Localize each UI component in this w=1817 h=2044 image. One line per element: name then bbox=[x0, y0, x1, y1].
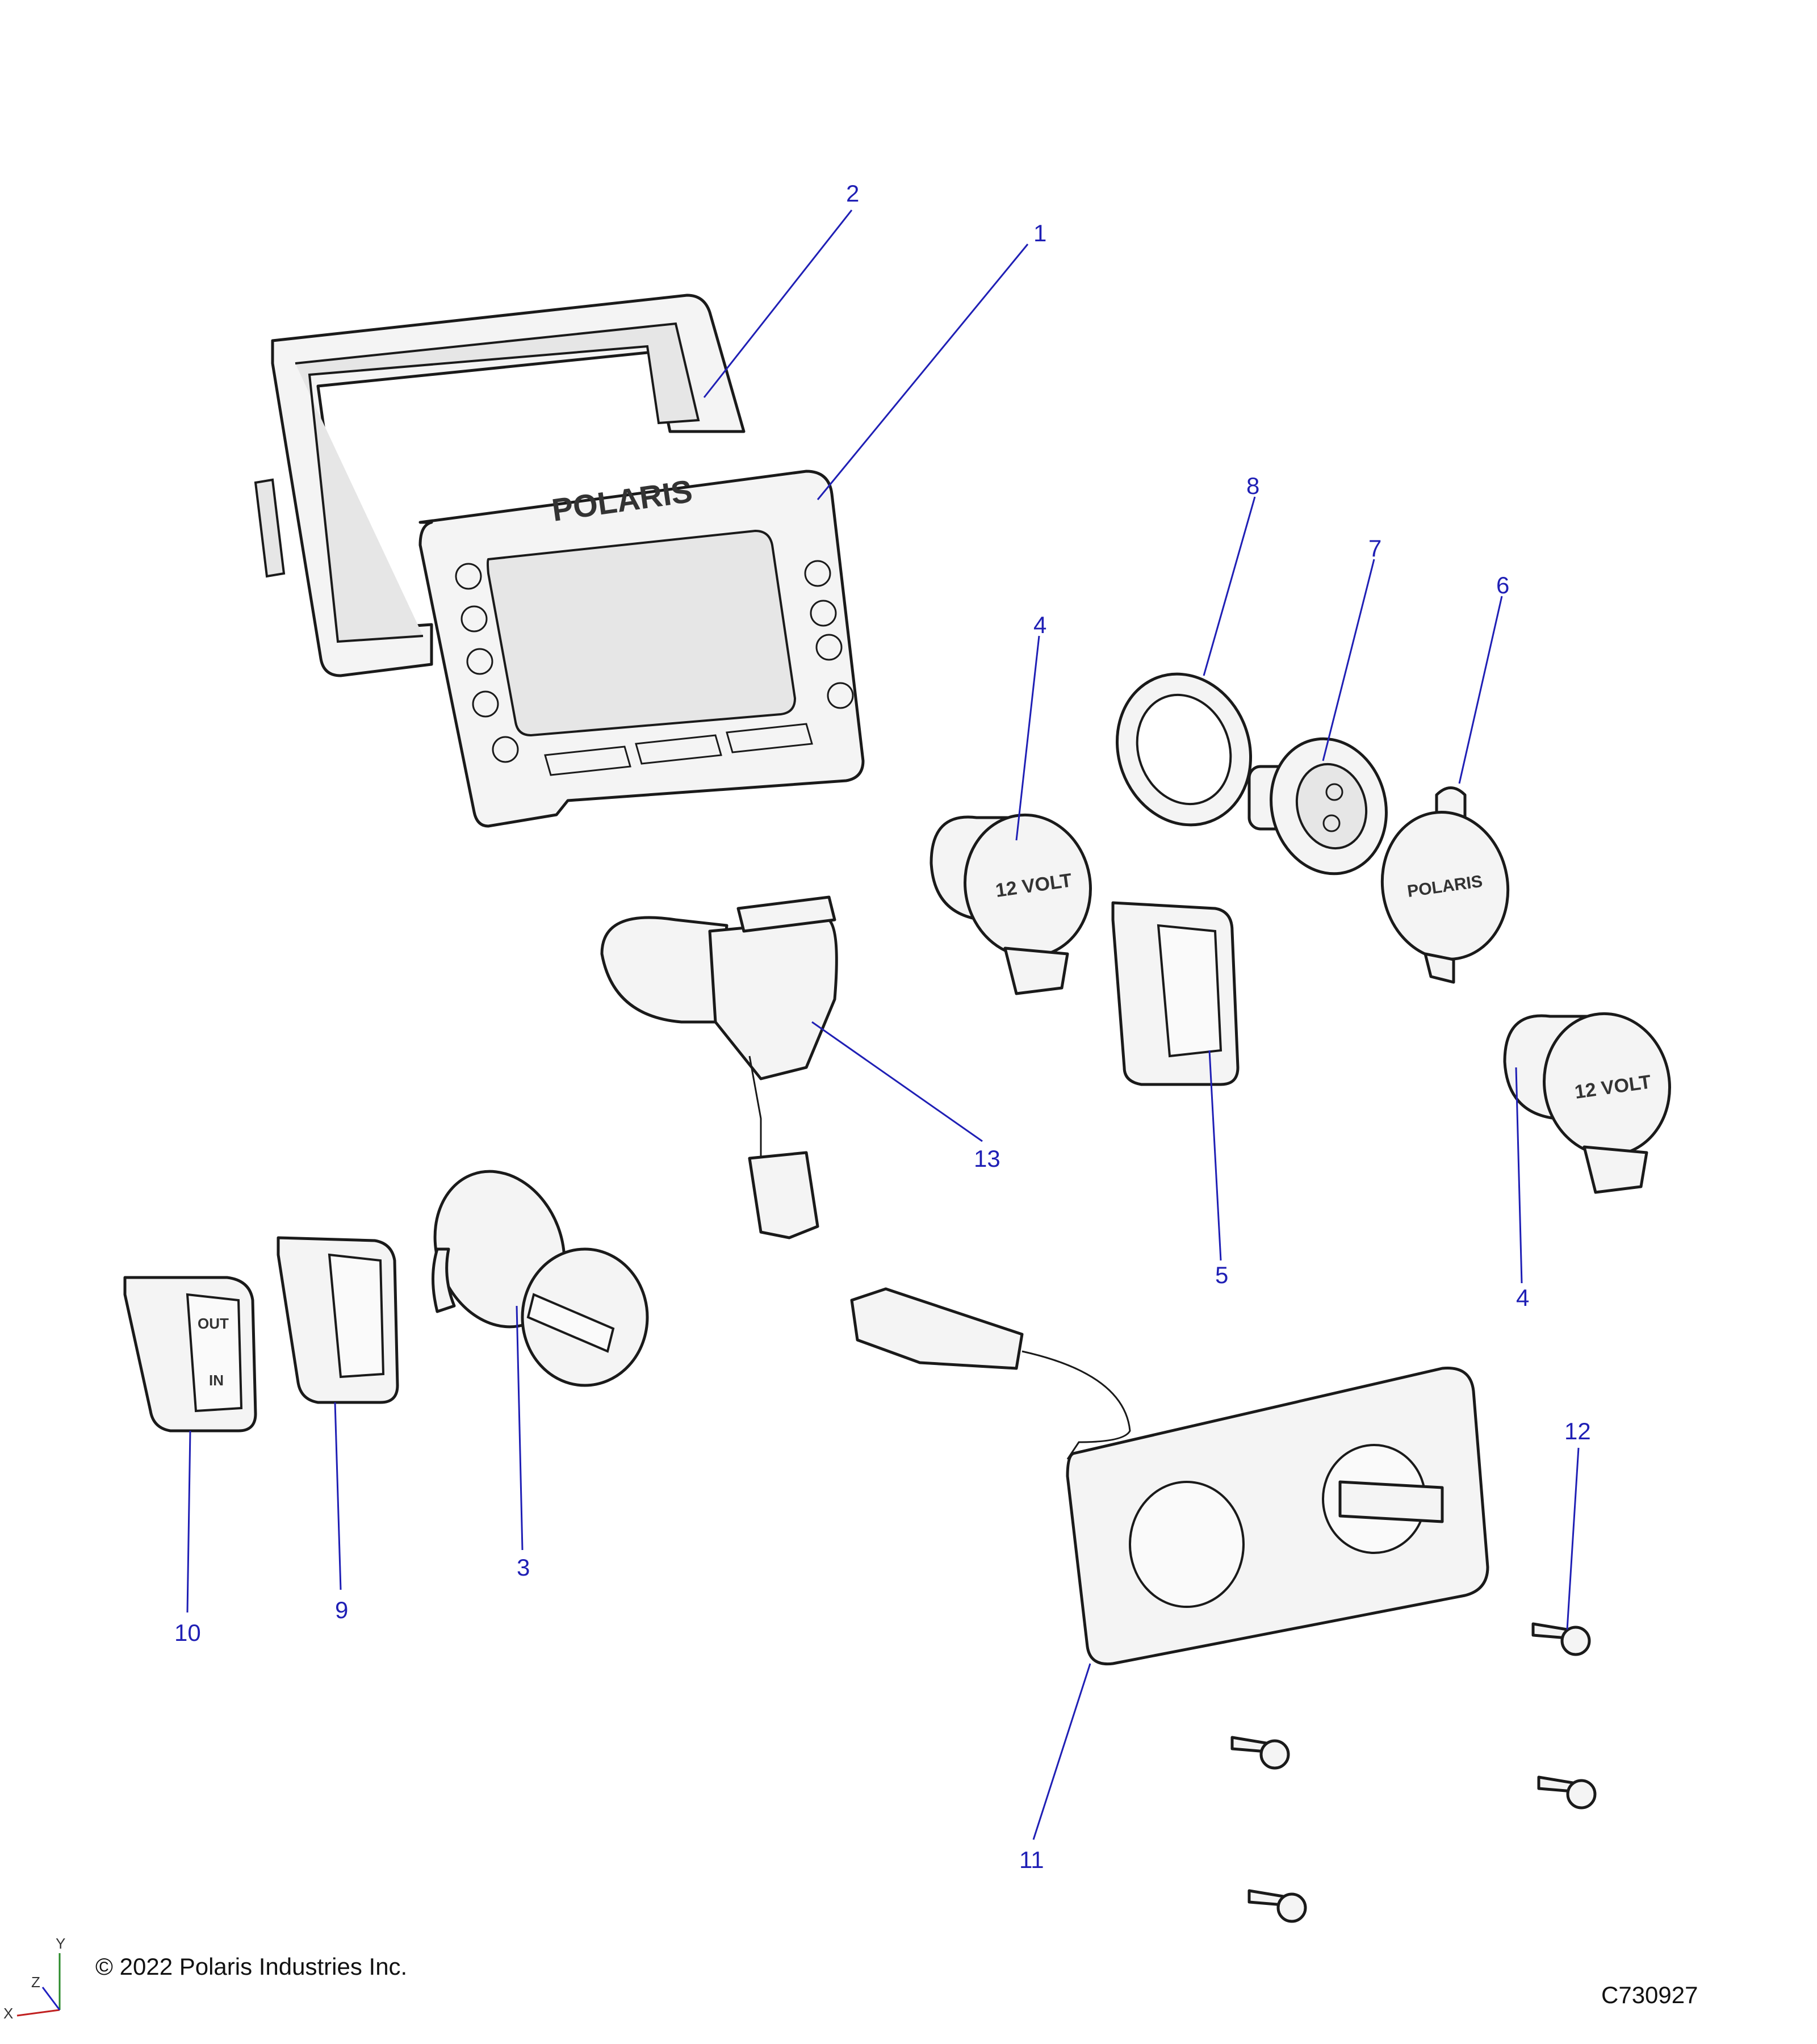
callout-5: 5 bbox=[1215, 1262, 1228, 1288]
copyright-notice: © 2022 Polaris Industries Inc. bbox=[95, 1953, 408, 1980]
light-switch-part bbox=[277, 1236, 399, 1404]
leader-7 bbox=[1322, 559, 1375, 761]
callout-13: 13 bbox=[974, 1145, 1000, 1172]
leader-10 bbox=[186, 1430, 191, 1613]
out-in-switch-part: OUT IN bbox=[123, 1276, 257, 1433]
leader-12 bbox=[1566, 1447, 1580, 1630]
callout-8: 8 bbox=[1246, 472, 1259, 499]
switch-in-label: IN bbox=[209, 1372, 224, 1389]
screw-part-3 bbox=[1537, 1775, 1597, 1810]
retaining-ring-part bbox=[1115, 672, 1253, 827]
figure-id: C730927 bbox=[1601, 1982, 1698, 2008]
power-outlet-part-upper: 12 VOLT bbox=[930, 813, 1092, 995]
screw-part-4 bbox=[1247, 1889, 1307, 1923]
leader-4b bbox=[1515, 1067, 1523, 1284]
axis-z-label: Z bbox=[31, 1974, 40, 1991]
leader-5 bbox=[1208, 1050, 1222, 1261]
callout-7: 7 bbox=[1368, 535, 1381, 562]
switch-out-label: OUT bbox=[198, 1315, 229, 1332]
screw-part-2 bbox=[1230, 1736, 1290, 1770]
socket-cap-part: POLARIS bbox=[1380, 786, 1510, 984]
leader-1 bbox=[817, 244, 1029, 500]
axis-y-label: Y bbox=[56, 1935, 65, 1952]
callout-4b: 4 bbox=[1516, 1284, 1529, 1311]
callout-9: 9 bbox=[335, 1597, 348, 1623]
callout-10: 10 bbox=[174, 1619, 201, 1646]
callouts: 1 2 3 4 4 5 6 7 8 9 10 11 12 13 bbox=[174, 180, 1591, 1873]
instrument-display-part: POLARIS bbox=[418, 470, 865, 828]
control-panel-part bbox=[850, 1287, 1489, 1666]
callout-2: 2 bbox=[846, 180, 859, 207]
usb-charger-part bbox=[600, 895, 838, 1239]
leader-4a bbox=[1015, 635, 1040, 841]
knob-switch-part bbox=[432, 1170, 649, 1387]
leader-6 bbox=[1458, 596, 1503, 784]
leader-3 bbox=[516, 1305, 524, 1551]
axis-x-label: X bbox=[3, 2005, 13, 2022]
screw-part-1 bbox=[1531, 1622, 1591, 1656]
leader-9 bbox=[334, 1402, 342, 1590]
callout-4a: 4 bbox=[1033, 611, 1046, 638]
socket-housing-part bbox=[1247, 737, 1388, 876]
callout-1: 1 bbox=[1033, 220, 1046, 246]
leader-13 bbox=[811, 1021, 983, 1142]
callout-12: 12 bbox=[1564, 1418, 1591, 1444]
rocker-switch-part bbox=[1111, 901, 1240, 1086]
callout-11: 11 bbox=[1019, 1846, 1044, 1873]
display-bezel-part bbox=[254, 294, 746, 677]
axis-triad: Y X Z bbox=[3, 1935, 65, 2022]
leader-lines bbox=[186, 210, 1580, 1840]
leader-8 bbox=[1203, 496, 1256, 676]
leader-11 bbox=[1032, 1663, 1091, 1840]
power-outlet-part-right: 12 VOLT bbox=[1503, 1012, 1671, 1194]
leader-2 bbox=[703, 210, 853, 398]
callout-6: 6 bbox=[1496, 572, 1509, 598]
callout-3: 3 bbox=[517, 1554, 530, 1581]
